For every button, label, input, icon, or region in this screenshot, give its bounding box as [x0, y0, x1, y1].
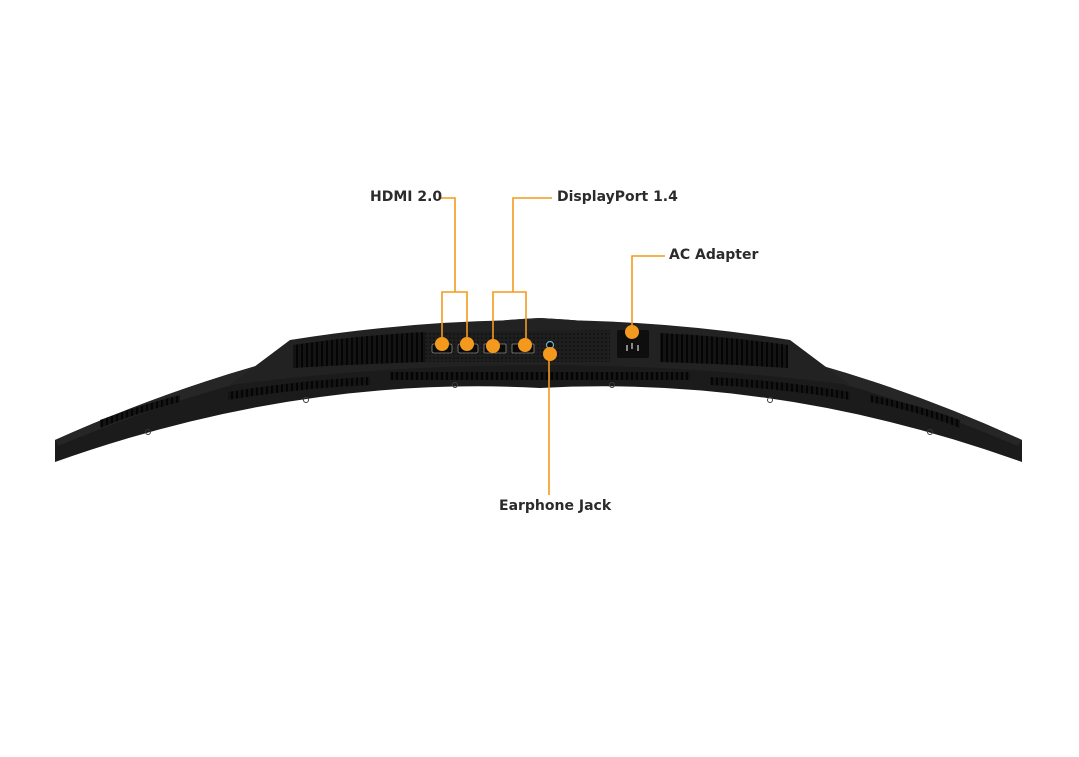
- vent-right: [660, 333, 788, 368]
- displayport-label: DisplayPort 1.4: [557, 189, 678, 205]
- monitor-body: [55, 318, 1022, 462]
- callout-lines: [440, 197, 665, 495]
- ac-marker: [625, 325, 639, 339]
- ac-adapter-label: AC Adapter: [669, 247, 759, 263]
- dp-marker-2: [518, 338, 532, 352]
- earphone-marker: [543, 347, 557, 361]
- callout-dots: [435, 325, 639, 361]
- hdmi-label: HDMI 2.0: [370, 189, 443, 205]
- earphone-jack-label: Earphone Jack: [499, 498, 612, 514]
- dp-marker-1: [486, 339, 500, 353]
- hdmi-marker-2: [460, 337, 474, 351]
- hdmi-marker-1: [435, 337, 449, 351]
- vent-left: [293, 332, 425, 368]
